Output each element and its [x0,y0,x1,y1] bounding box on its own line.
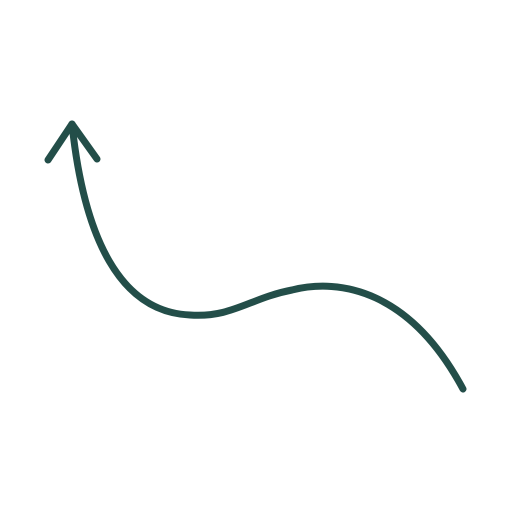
arrowhead [44,120,101,164]
arrow-shaft [68,120,467,393]
